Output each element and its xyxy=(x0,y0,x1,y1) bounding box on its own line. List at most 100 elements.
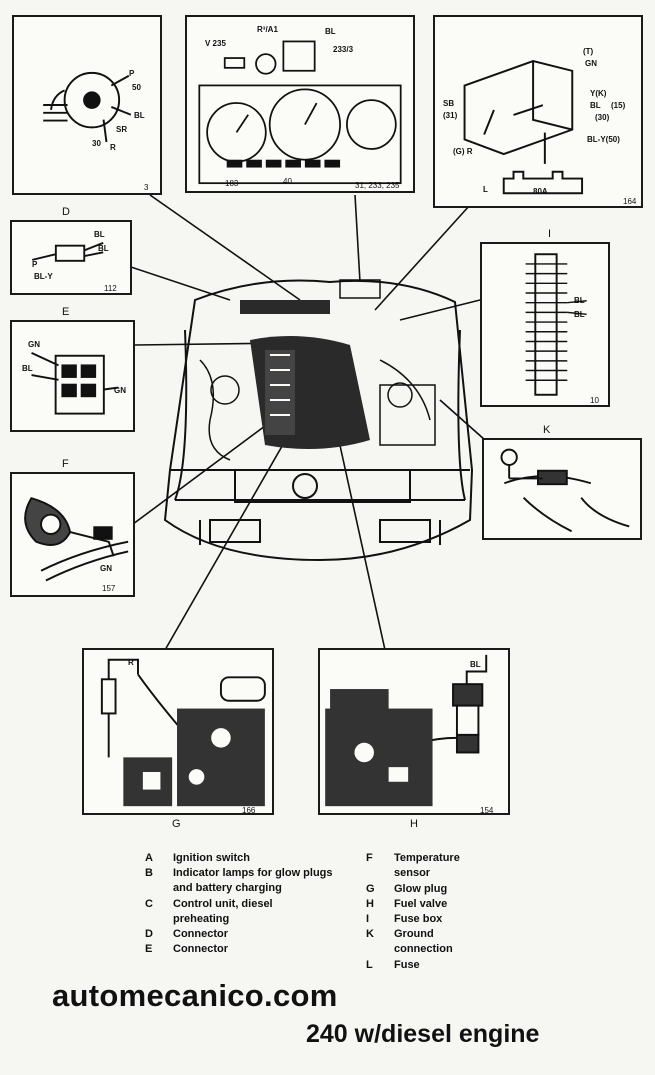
label-l: L xyxy=(483,185,488,194)
panel-letter-e: E xyxy=(62,306,70,318)
instrument-cluster-icon xyxy=(198,40,402,185)
callout-panel-b: V 235 R³/A1 BL 233/3 183 40 31, 233, 235 xyxy=(185,15,415,193)
legend-key: E xyxy=(145,943,153,955)
callout-panel-i: BL BL 10 xyxy=(480,242,610,407)
glow-plug-icon xyxy=(100,658,266,807)
legend-key: I xyxy=(366,913,370,925)
legend-item: I Fuse box xyxy=(366,912,442,927)
callout-panel-g: R 166 xyxy=(82,648,274,815)
label-p: P xyxy=(129,69,135,78)
label-30: 30 xyxy=(92,139,101,148)
fig-number: 31, 233, 235 xyxy=(355,181,400,190)
label-p: P xyxy=(32,260,38,269)
label-gn: GN xyxy=(585,59,597,68)
ignition-switch-icon xyxy=(43,71,132,143)
fig-number: 10 xyxy=(590,396,599,405)
label-gn-1: GN xyxy=(28,340,40,349)
panel-letter-f: F xyxy=(62,458,69,470)
fuel-valve-icon xyxy=(325,654,488,807)
fig-number: 166 xyxy=(242,806,256,815)
legend-key: K xyxy=(366,928,374,940)
label-15: (15) xyxy=(611,101,626,110)
ground-connection-icon xyxy=(500,448,630,533)
page-subtitle: 240 w/diesel engine xyxy=(306,1020,540,1048)
callout-panel-e: GN BL GN xyxy=(10,320,135,432)
label-t: (T) xyxy=(583,47,594,56)
legend-text: Control unit, diesel preheating xyxy=(173,898,273,925)
legend-item: D Connector xyxy=(145,927,228,942)
legend-key: B xyxy=(145,867,153,879)
callout-panel-c: (T) GN Y(K) BL (15) (30) BL-Y(50) SB (31… xyxy=(433,15,643,208)
legend-text: Connector xyxy=(173,928,228,940)
site-watermark: automecanico.com xyxy=(52,978,338,1013)
label-yk: Y(K) xyxy=(590,89,607,98)
label-50: 50 xyxy=(132,83,141,92)
fig-number: 157 xyxy=(102,584,116,593)
label-bl: BL xyxy=(325,27,336,36)
label-bl: BL xyxy=(590,101,601,110)
fig-number: 164 xyxy=(623,197,637,206)
legend-key: H xyxy=(366,898,374,910)
label-bl: BL xyxy=(134,111,145,120)
legend-item: H Fuel valve xyxy=(366,897,447,912)
label-bl: BL xyxy=(22,364,33,373)
label-sr: SR xyxy=(116,125,128,134)
legend-item: L Fuse xyxy=(366,958,420,973)
legend-key: C xyxy=(145,898,153,910)
legend-text: Ground connection xyxy=(394,928,453,955)
legend-key: A xyxy=(145,852,153,864)
panel-letter-d: D xyxy=(62,206,70,218)
label-bl-1: BL xyxy=(574,296,585,305)
callout-panel-f: GN 157 xyxy=(10,472,135,597)
label-gn: GN xyxy=(100,564,112,573)
label-233-3: 233/3 xyxy=(333,45,354,54)
connector-e-icon xyxy=(31,351,119,415)
label-bl: BL xyxy=(470,660,481,669)
legend-text: Indicator lamps for glow plugs and batte… xyxy=(173,867,333,894)
label-31: (31) xyxy=(443,111,458,120)
label-v235: V 235 xyxy=(205,39,226,48)
callout-panel-a: P 50 BL SR 30 R 3 xyxy=(12,15,162,195)
label-183: 183 xyxy=(225,179,239,188)
legend-text: Fuel valve xyxy=(394,898,448,910)
label-30: (30) xyxy=(595,113,610,122)
connector-d-icon xyxy=(31,241,104,262)
legend-key: G xyxy=(366,883,375,895)
legend-key: L xyxy=(366,959,373,971)
label-40: 40 xyxy=(283,177,292,186)
legend-text: Fuse xyxy=(394,959,420,971)
fig-number: 154 xyxy=(480,806,494,815)
legend-text: Connector xyxy=(173,943,228,955)
fig-number: 3 xyxy=(144,183,149,192)
legend-item: B Indicator lamps for glow plugs and batt… xyxy=(145,866,343,896)
legend-item: C Control unit, diesel preheating xyxy=(145,897,303,927)
panel-letter-g: G xyxy=(172,818,181,830)
panel-letter-h: H xyxy=(410,818,418,830)
legend-item: K Ground connection xyxy=(366,927,474,957)
label-sb: SB xyxy=(443,99,455,108)
legend-text: Fuse box xyxy=(394,913,443,925)
label-r: R xyxy=(110,143,116,152)
label-r: R xyxy=(128,658,134,667)
callout-panel-d: BL BL P BL-Y 112 xyxy=(10,220,132,295)
control-unit-icon xyxy=(463,60,584,195)
label-bl-2: BL xyxy=(98,244,109,253)
panel-letter-k: K xyxy=(543,424,551,436)
label-r3a1: R³/A1 xyxy=(257,25,278,34)
panel-letter-i: I xyxy=(548,228,552,240)
legend-key: F xyxy=(366,852,373,864)
label-bl-1: BL xyxy=(94,230,105,239)
label-bl-y: BL-Y xyxy=(34,272,53,281)
callout-panel-h: BL 154 xyxy=(318,648,510,815)
temperature-sensor-icon xyxy=(24,497,129,582)
legend-item: E Connector xyxy=(145,942,228,957)
fig-number: 112 xyxy=(104,284,117,293)
label-bl-2: BL xyxy=(574,310,585,319)
legend-key: D xyxy=(145,928,153,940)
